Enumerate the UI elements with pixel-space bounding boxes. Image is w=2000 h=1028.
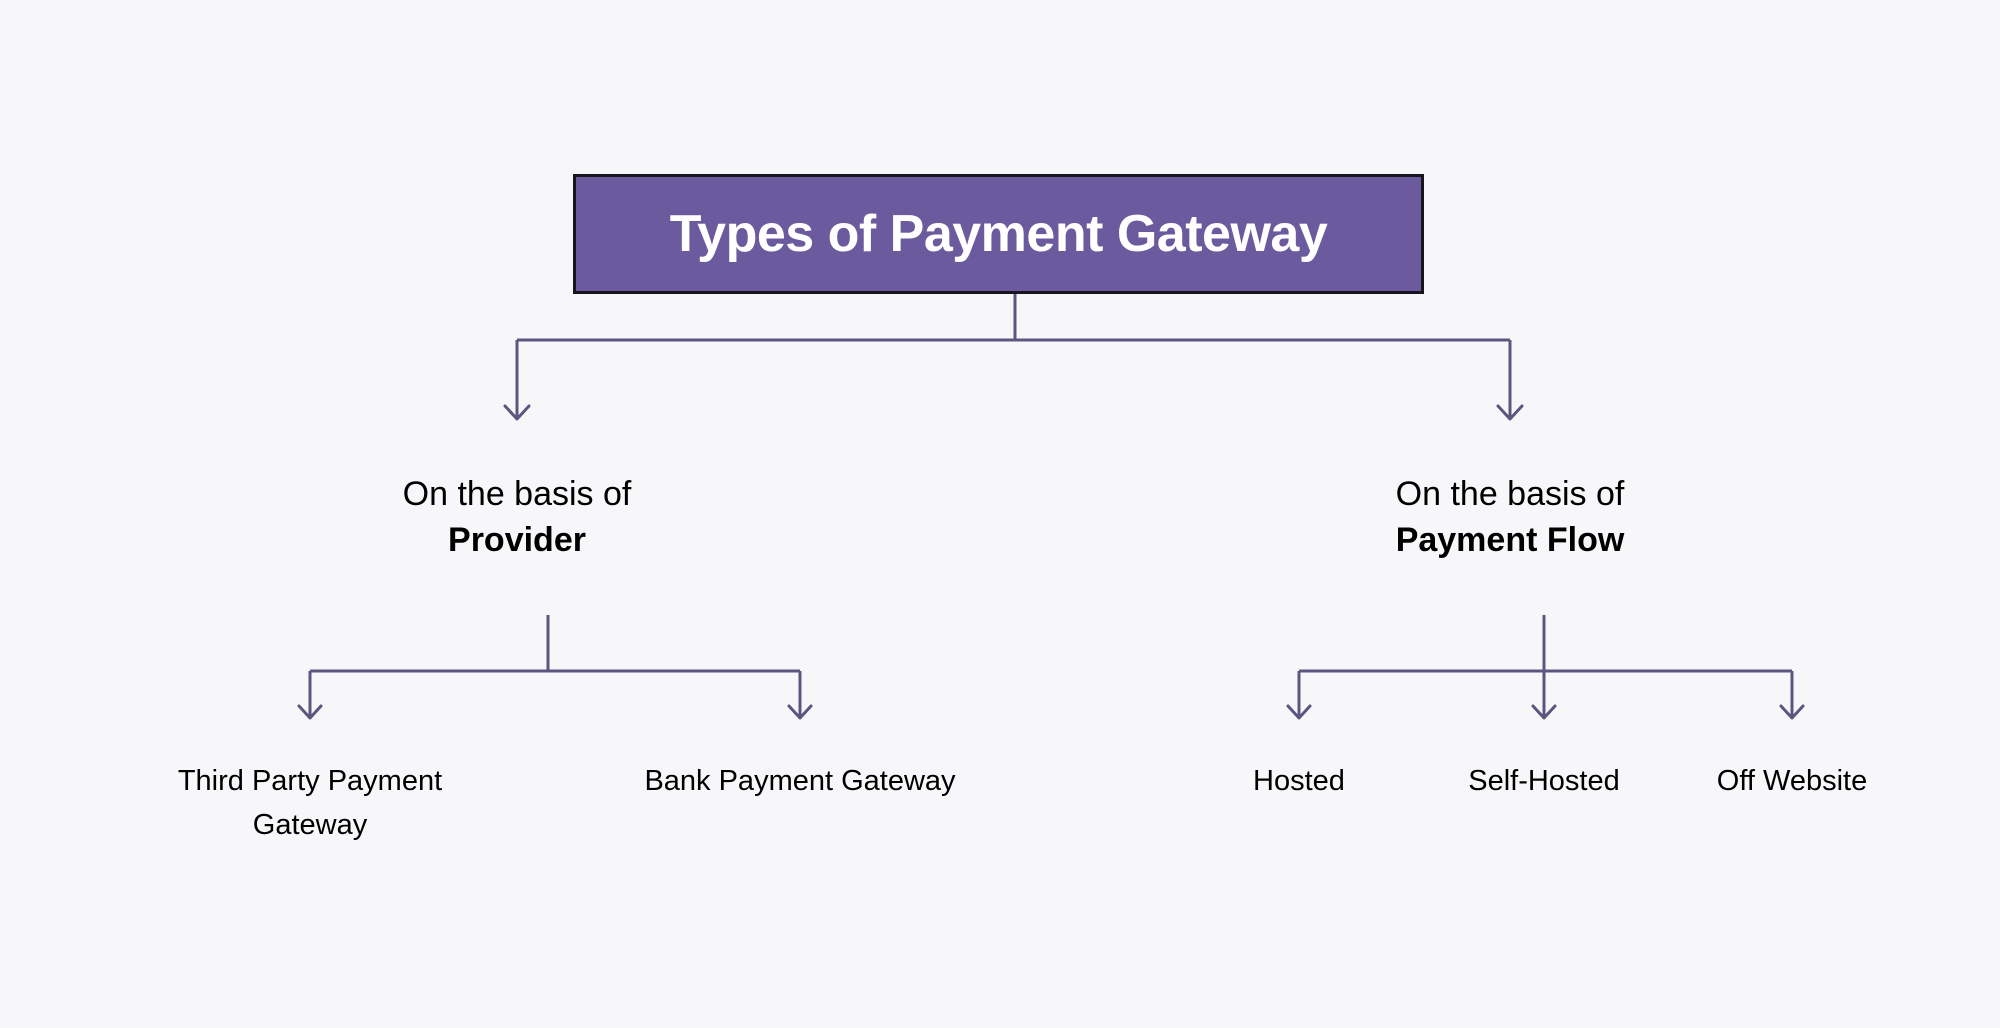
arrowhead-payment-flow <box>1496 404 1524 421</box>
leaf-label-hosted: Hosted <box>1179 760 1419 804</box>
arrowhead-hosted <box>1286 704 1312 720</box>
leaf-off-website-line1: Off Website <box>1716 765 1868 797</box>
leaf-third-party-line1: Third Party Payment <box>177 765 443 797</box>
branch-label-provider: On the basis of Provider <box>317 472 717 564</box>
arrowhead-provider <box>503 404 531 421</box>
root-node-title: Types of Payment Gateway <box>669 205 1328 263</box>
arrowhead-self-hosted <box>1531 704 1557 720</box>
leaf-label-off-website: Off Website <box>1672 760 1912 804</box>
branch-provider-line2: Provider <box>448 520 586 559</box>
leaf-label-third-party-payment-gateway: Third Party Payment Gateway <box>130 760 490 847</box>
leaf-label-self-hosted: Self-Hosted <box>1424 760 1664 804</box>
branch-payment-flow-line1: On the basis of <box>1395 475 1625 513</box>
leaf-third-party-line2: Gateway <box>252 808 368 841</box>
leaf-bank-line1: Bank Payment <box>644 765 834 797</box>
leaf-self-hosted-line1: Self-Hosted <box>1468 765 1620 797</box>
leaf-bank-line2: Gateway <box>841 765 956 797</box>
branch-label-payment-flow: On the basis of Payment Flow <box>1310 472 1710 564</box>
arrowhead-off-website <box>1779 704 1805 720</box>
arrowhead-third-party <box>297 704 323 720</box>
leaf-label-bank-payment-gateway: Bank Payment Gateway <box>620 760 980 804</box>
arrowhead-bank <box>787 704 813 720</box>
branch-payment-flow-line2: Payment Flow <box>1395 520 1625 559</box>
branch-provider-line1: On the basis of <box>402 475 632 513</box>
root-node-box: Types of Payment Gateway <box>573 174 1424 294</box>
leaf-hosted-line1: Hosted <box>1253 765 1345 797</box>
